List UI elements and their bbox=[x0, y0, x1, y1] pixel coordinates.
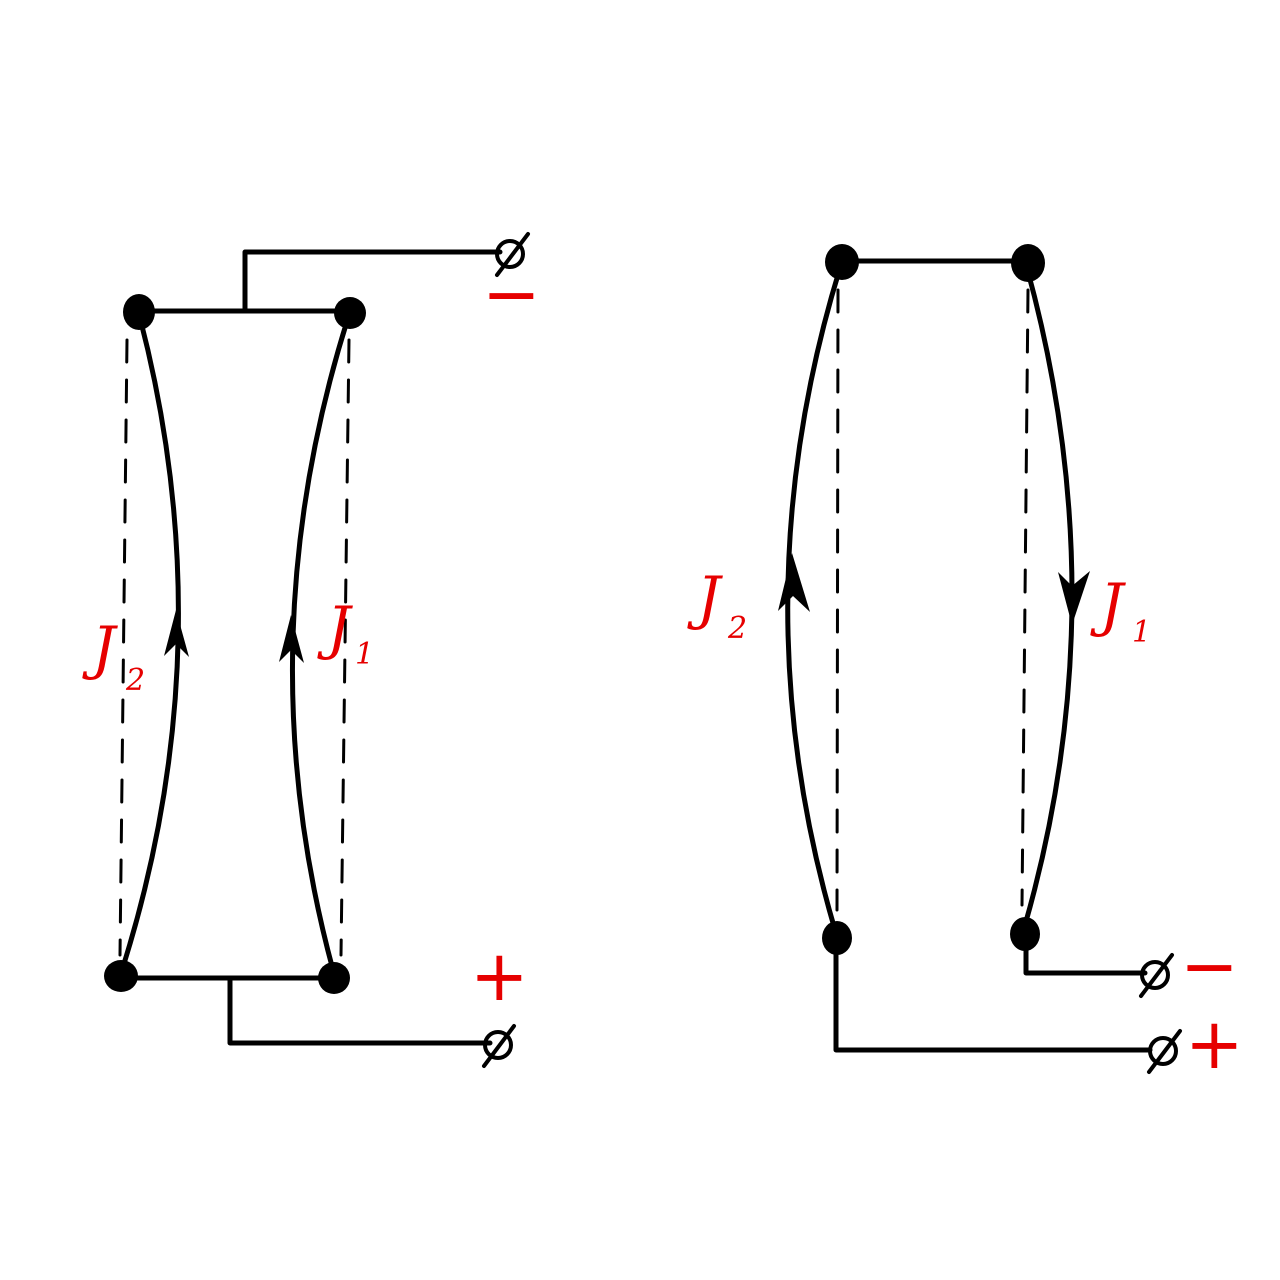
left-node-bottom-right bbox=[318, 962, 350, 994]
left-node-top-left bbox=[123, 294, 155, 330]
left-label-j1-symbol: J bbox=[317, 594, 353, 662]
left-node-bottom-left bbox=[104, 960, 138, 992]
left-label-j1: J 1 bbox=[317, 594, 374, 672]
left-terminal-top bbox=[495, 232, 530, 277]
left-bottom-feed bbox=[227, 975, 493, 1046]
right-label-j1-symbol: J bbox=[1090, 571, 1126, 639]
right-terminal-lower bbox=[1147, 1029, 1182, 1074]
left-label-j2-subscript: 2 bbox=[125, 663, 145, 698]
left-label-j2-symbol: J bbox=[82, 614, 118, 682]
left-ref-line-right bbox=[339, 338, 351, 957]
right-conductor-2 bbox=[785, 265, 843, 933]
right-sign-plus: + bbox=[1185, 1003, 1244, 1085]
right-ref-line-right bbox=[1020, 288, 1030, 907]
left-node-top-right bbox=[334, 297, 366, 329]
left-label-j2: J 2 bbox=[82, 614, 145, 698]
right-label-j1: J 1 bbox=[1090, 571, 1151, 650]
left-circuit: − + J 2 J 1 bbox=[82, 232, 541, 1068]
right-circuit: − + J 2 J 1 bbox=[687, 244, 1244, 1085]
left-arrow-1-up bbox=[279, 615, 304, 663]
right-label-j2: J 2 bbox=[687, 564, 747, 646]
left-sign-minus: − bbox=[482, 253, 541, 335]
right-node-top-right bbox=[1011, 244, 1045, 282]
right-node-bottom-left bbox=[822, 921, 852, 955]
right-label-j2-symbol: J bbox=[687, 564, 723, 632]
right-sign-minus: − bbox=[1180, 925, 1239, 1007]
right-arrow-2-up bbox=[778, 553, 810, 612]
right-feed-lower bbox=[833, 935, 1153, 1053]
right-ref-line-left bbox=[835, 288, 840, 912]
right-node-bottom-right bbox=[1010, 917, 1040, 951]
left-label-j1-subscript: 1 bbox=[355, 637, 374, 672]
left-top-feed bbox=[242, 249, 503, 314]
right-label-j2-subscript: 2 bbox=[727, 611, 747, 646]
right-label-j1-subscript: 1 bbox=[1132, 615, 1151, 650]
left-ref-line-left bbox=[118, 338, 129, 957]
right-node-top-left bbox=[825, 244, 859, 280]
left-arrow-2-up bbox=[164, 610, 189, 657]
right-arrow-1-down bbox=[1058, 571, 1090, 625]
left-terminal-bottom bbox=[482, 1024, 516, 1068]
left-sign-plus: + bbox=[470, 935, 529, 1017]
right-terminal-upper bbox=[1139, 953, 1174, 998]
right-feed-upper bbox=[1023, 932, 1148, 976]
